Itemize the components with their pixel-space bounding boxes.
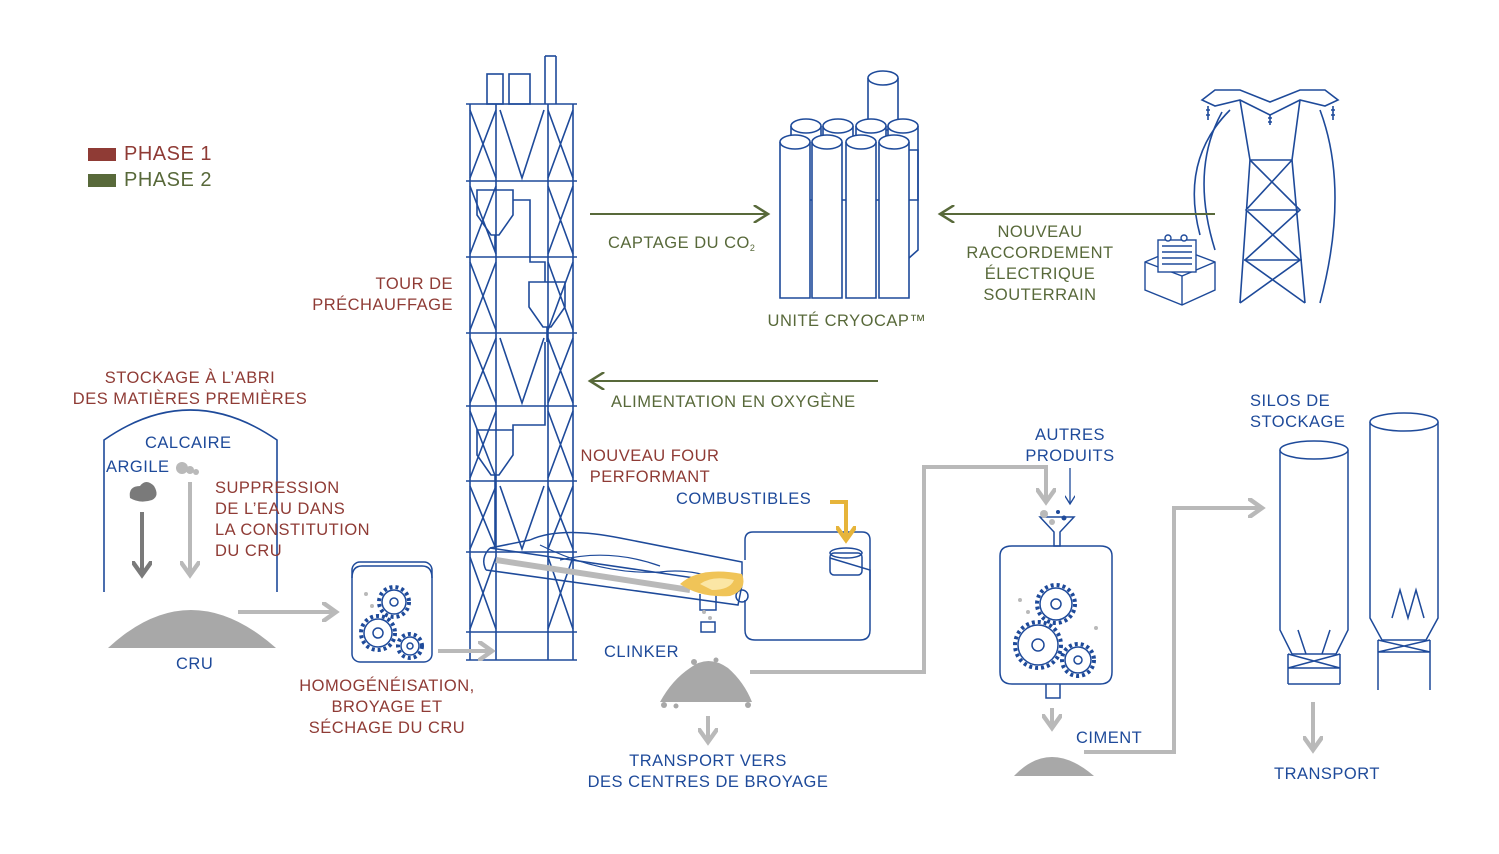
clinker-pile [660, 610, 752, 709]
transformer-icon [1144, 234, 1216, 306]
cement-pile [1014, 757, 1094, 776]
oxygen-label: ALIMENTATION EN OXYGÈNE [611, 393, 856, 411]
phase2-arrows [590, 214, 1215, 381]
legend-label-phase2: PHASE 2 [124, 169, 212, 191]
preheater-tower-icon [466, 55, 577, 661]
fuels-label: COMBUSTIBLES [676, 490, 812, 508]
power-pylon-icon [1193, 89, 1340, 304]
storage-silo-icon [1279, 412, 1439, 690]
silos-label: SILOS DE STOCKAGE [1250, 392, 1346, 431]
cement-label: CIMENT [1076, 729, 1143, 747]
legend-phase2: PHASE 2 [88, 169, 212, 192]
fuel-arrow [830, 500, 846, 538]
legend-label-phase1: PHASE 1 [124, 143, 212, 165]
transport-grinding-label: TRANSPORT VERS DES CENTRES DE BROYAGE [587, 752, 829, 791]
other-products-label: AUTRES PRODUITS [1025, 426, 1115, 465]
cement-mill-icon [999, 516, 1113, 699]
crusher-gears-icon [351, 561, 433, 663]
material-flow-arrows [238, 465, 1313, 754]
clinker-label: CLINKER [604, 643, 680, 661]
legend-swatch-phase2 [88, 174, 116, 187]
co2-capture-label: CAPTAGE DU CO2 [608, 233, 755, 259]
transport-label: TRANSPORT [1274, 765, 1380, 783]
raw-meal-label: CRU [176, 655, 214, 673]
legend-swatch-phase1 [88, 148, 116, 161]
kiln-label: NOUVEAU FOUR PERFORMANT [580, 447, 720, 486]
storage-shed-icon [103, 409, 278, 592]
funnel-input [1040, 468, 1070, 525]
clay-label: ARGILE [106, 458, 170, 476]
flame-icon [680, 571, 744, 597]
limestone-label: CALCAIRE [145, 434, 232, 452]
water-removal-label: SUPPRESSION DE L’EAU DANS LA CONSTITUTIO… [215, 479, 371, 560]
grid-connection-label: NOUVEAU RACCORDEMENT ÉLECTRIQUE SOUTERRA… [966, 223, 1114, 304]
co2-capture-text: CAPTAGE DU CO [608, 234, 750, 252]
tower-label: TOUR DE PRÉCHAUFFAGE [312, 275, 453, 314]
raw-material-piles [108, 462, 276, 648]
cryocap-label: UNITÉ CRYOCAP™ [767, 312, 927, 330]
homogenization-label: HOMOGÉNÉISATION, BROYAGE ET SÉCHAGE DU C… [299, 677, 475, 737]
storage-label: STOCKAGE À L’ABRI DES MATIÈRES PREMIÈRES [72, 369, 308, 408]
cryocap-unit-icon [779, 70, 919, 299]
legend-phase1: PHASE 1 [88, 143, 212, 166]
co2-subscript: 2 [749, 243, 756, 253]
rotary-kiln-icon [483, 531, 871, 641]
